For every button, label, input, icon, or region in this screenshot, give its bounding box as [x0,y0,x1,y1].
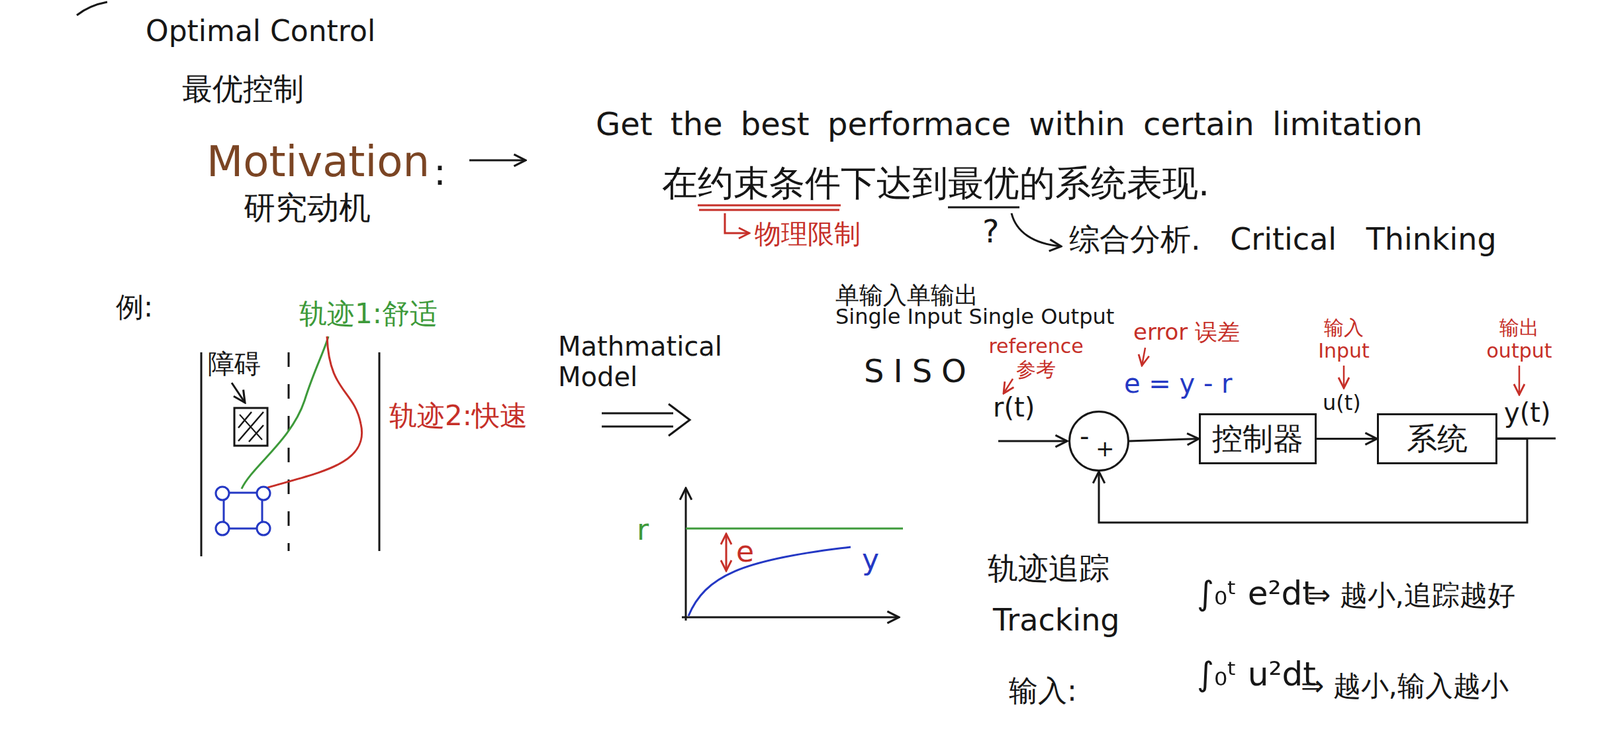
system-box: 系统 [1376,413,1498,465]
trajectory-label: 轨迹2:快速 [389,399,528,432]
car-wheel [215,486,230,500]
equation: e = y - r [1124,368,1233,399]
annotation: error 误差 [1133,319,1240,345]
obstacle-label: 障碍 [207,348,261,379]
signal-name: y(t) [1504,397,1552,428]
obstacle [234,407,268,446]
hook-arrow [1011,213,1062,247]
model-label: Mathmatical Model [558,330,731,392]
leader-arrow [1003,378,1013,394]
motivation-arrow [469,159,526,162]
signal-name: y [861,542,880,577]
integral: ∫₀ᵗ u²dt [1196,655,1317,694]
annotation: 物理限制 [754,218,861,249]
siso-label: Single Input Single Output [835,304,1115,330]
trajectory-label: 轨迹1:舒适 [299,297,438,330]
pen-stroke [76,1,108,16]
constraint-underline [699,209,840,212]
node-text: + [1095,436,1115,461]
criterion-label: Tracking [992,602,1121,638]
signal-connector [1129,438,1199,442]
annotation: 输入 Input [1314,316,1374,363]
node-text: 控制器 [1212,421,1304,456]
motivation-text-zh: 在约束条件下达到最优的系统表现. [661,162,1210,204]
lane-divider [287,352,290,551]
example-label: 例: [115,291,153,324]
obstacle-hatch [238,411,264,441]
signal-name: r(t) [992,391,1035,423]
colon: : [433,150,447,194]
heading-zh: 最优控制 [182,71,304,107]
section-label-zh: 研究动机 [243,189,371,226]
section-label: Motivation [206,137,430,187]
reference-line [685,527,903,530]
error-arrow [725,533,728,571]
criterion-note: ⇒ 越小,输入越小 [1300,669,1509,702]
implies-arrow [668,403,690,436]
axis [685,487,688,621]
siso-acronym: SISO [863,352,976,390]
hook-arrow [724,213,750,234]
annotation: reference 参考 [986,334,1086,381]
obstacle-hatch [239,414,263,440]
leader-arrow [1343,365,1346,388]
motivation-text: Get the best performace within certain l… [595,105,1423,143]
criterion-note: ⇒ 越小,追踪越好 [1307,579,1516,612]
annotation: 输出 output [1486,316,1553,363]
car-wheel [256,486,271,500]
car-wheel [215,521,230,535]
leader-arrow [1518,365,1521,395]
constraint-underline [697,204,841,207]
summing-junction: -+ [1068,410,1130,472]
integral: ∫₀ᵗ e²dt [1196,574,1316,613]
car [223,492,263,529]
car-wheel [256,521,271,535]
criterion-label-zh: 轨迹追踪 [987,550,1110,586]
leader-arrow [1141,347,1146,366]
optimal-underline [947,206,1020,209]
criterion-label-zh: 输入: [1008,673,1078,708]
obstacle-pointer [231,382,245,403]
title: Optimal Control [145,14,376,49]
question-mark: ? [982,213,999,250]
signal-name: e [736,534,754,569]
axis [681,616,899,619]
node-text: 系统 [1406,421,1468,456]
implies-arrow [601,425,674,428]
annotation: 综合分析. Critical Thinking [1069,221,1497,257]
output-curve [688,546,851,616]
node-text: - [1079,421,1089,451]
signal-name: u(t) [1322,390,1362,416]
road-edge [200,352,203,557]
signal-name: r [636,513,649,547]
trajectory-fast [259,336,363,490]
input-wire [998,440,1068,443]
signal-connector [1316,437,1377,440]
controller-box: 控制器 [1198,413,1317,465]
implies-arrow [601,412,674,415]
road-edge [378,352,381,551]
